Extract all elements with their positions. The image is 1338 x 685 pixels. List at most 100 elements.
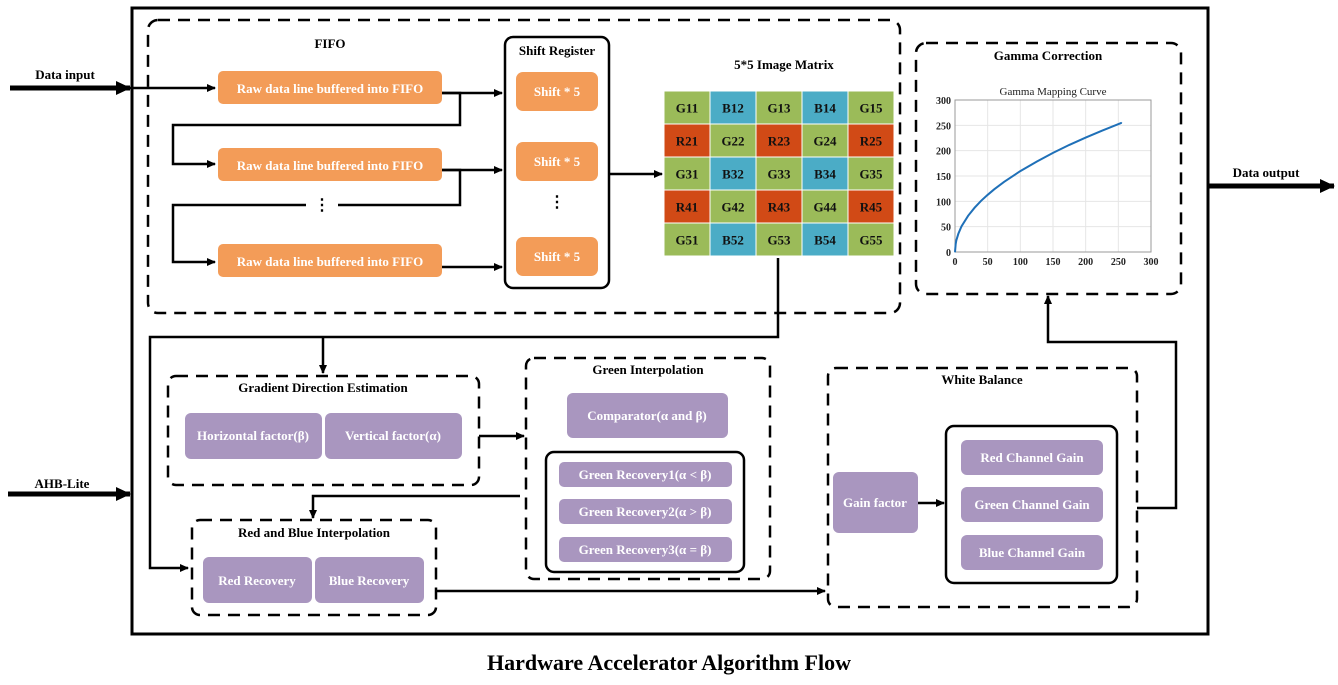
gamma-curve-point [1068,144,1070,146]
green-recovery-label: Green Recovery2(α > β) [579,504,712,519]
blue-recovery-box: Blue Recovery [315,557,424,603]
matrix-cell-label: G33 [767,167,791,182]
matrix-cell [755,156,803,191]
gain-factor-label: Gain factor [843,495,907,510]
y-tick-label: 200 [936,147,951,158]
red-channel-gain: Red Channel Gain [961,440,1103,475]
diagram-title: Hardware Accelerator Algorithm Flow [487,650,851,675]
shift-item-label: Shift * 5 [534,84,581,99]
green-recovery-2: Green Recovery2(α > β) [559,499,732,524]
gamma-curve-point [1121,122,1123,124]
gamma-curve-point [1052,152,1054,154]
gamma-title: Gamma Correction [994,48,1103,63]
gamma-curve-point [955,243,957,245]
matrix-cell-label: G15 [859,101,883,116]
wb-to-gamma-arrow [1044,295,1178,510]
gradient-region [166,374,481,487]
matrix-cell-label: B34 [814,167,836,182]
matrix-cell-label: B54 [814,233,836,248]
matrix-cell [755,123,803,158]
gamma-curve-point [1101,130,1103,132]
matrix-output-connectors [148,258,780,572]
matrix-cell-label: G53 [767,233,791,248]
green-recovery-1: Green Recovery1(α < β) [559,462,732,487]
gamma-curve-point [987,194,989,196]
fifo-line-label: Raw data line buffered into FIFO [237,81,423,96]
matrix-cell [663,156,711,191]
gamma-curve-point [954,251,956,253]
matrix-cell [801,156,849,191]
matrix-cell-label: G44 [813,200,837,215]
shift-ellipsis: ⋮ [549,194,565,211]
green-recovery-label: Green Recovery1(α < β) [579,467,712,482]
matrix-cell [709,189,757,224]
gamma-curve-line [954,121,1122,253]
data-input-label: Data input [35,67,95,82]
plot-frame [954,99,1152,253]
fifo-line-label: Raw data line buffered into FIFO [237,254,423,269]
shift-item-label: Shift * 5 [534,154,581,169]
matrix-cell-label: G55 [859,233,883,248]
gamma-curve-point [1085,136,1087,139]
matrix-cell-label: G51 [675,233,698,248]
vertical-factor-box: Vertical factor(α) [325,413,462,459]
vertical-factor-label: Vertical factor(α) [345,428,441,443]
matrix-cell [847,156,895,191]
green-interp-title: Green Interpolation [592,362,704,377]
matrix-cell [847,222,895,257]
matrix-cell-label: R25 [860,134,883,149]
chart-title: Gamma Mapping Curve [1000,86,1107,98]
gamma-curve-point [960,225,963,228]
x-tick-label: 250 [1111,257,1126,268]
green-recovery-3: Green Recovery3(α = β) [559,537,732,562]
gradient-title: Gradient Direction Estimation [238,380,408,395]
gamma-curve-point [955,239,957,242]
fifo-line-1: Raw data line buffered into FIFO [218,71,442,104]
comparator-box: Comparator(α and β) [567,393,728,438]
matrix-cell-label: R41 [676,200,698,215]
blue-channel-gain: Blue Channel Gain [961,535,1103,570]
shift-item-label: Shift * 5 [534,249,581,264]
matrix-cell [847,189,895,224]
y-tick-label: 250 [936,121,951,132]
y-tick-label: 150 [936,172,951,183]
matrix-cell-label: G35 [859,167,883,182]
horizontal-factor-box: Horizontal factor(β) [185,413,322,459]
matrix-cell-label: G42 [721,200,744,215]
gain-factor-box: Gain factor [833,472,918,533]
channel-gain-label: Green Channel Gain [974,497,1090,512]
rb-interp-region [190,518,438,617]
accelerator-frame [130,6,1210,636]
matrix-cell-label: G24 [813,134,837,149]
green-to-rb-arrow [309,494,520,519]
matrix-title: 5*5 Image Matrix [734,57,834,72]
matrix-cell-label: B12 [722,101,744,116]
green-recovery-group [544,450,746,574]
y-tick-label: 300 [936,96,951,107]
matrix-cell [755,222,803,257]
x-tick-label: 50 [983,257,993,268]
matrix-cell-label: G13 [767,101,791,116]
matrix-cell [801,90,849,125]
matrix-cell-label: G11 [676,101,698,116]
gamma-curve-point [1036,160,1038,163]
channel-gain-label: Red Channel Gain [980,450,1084,465]
gamma-curve-point [993,188,995,190]
y-tick-label: 0 [946,248,951,259]
data-output-label: Data output [1233,165,1300,180]
fifo-region [146,18,902,315]
fifo-line-2: Raw data line buffered into FIFO [218,148,442,181]
gamma-region [914,41,1183,296]
matrix-cell-label: B32 [722,167,744,182]
matrix-cell [847,90,895,125]
fifo-line-label: Raw data line buffered into FIFO [237,158,423,173]
ahb-lite-label: AHB-Lite [35,476,90,491]
green-interp-region [524,356,772,581]
fifo-line-3: Raw data line buffered into FIFO [218,244,442,277]
matrix-cell-label: G31 [675,167,698,182]
white-balance-title: White Balance [941,372,1022,387]
x-tick-label: 150 [1046,257,1061,268]
fifo-ellipsis: ⋮ [314,197,330,214]
